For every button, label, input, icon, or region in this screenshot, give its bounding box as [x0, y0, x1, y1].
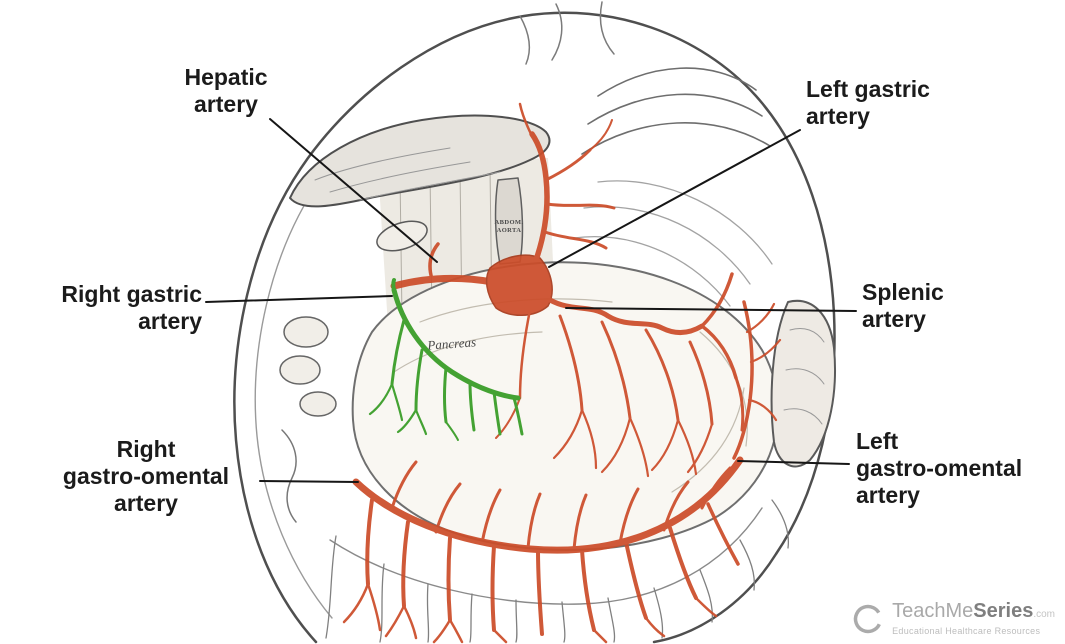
label-splenic-artery: Splenic artery: [862, 279, 944, 333]
brand-suffix: .com: [1033, 609, 1055, 620]
label-line: artery: [114, 490, 178, 516]
label-line: artery: [862, 306, 926, 332]
label-line: gastro-omental: [856, 455, 1023, 481]
label-left-gastro-omental-artery: Left gastro-omental artery: [856, 428, 1022, 509]
label-line: artery: [138, 308, 202, 334]
label-line: artery: [806, 103, 870, 129]
label-line: Left: [856, 428, 899, 454]
leader-splenic-artery: [565, 307, 857, 312]
label-right-gastro-omental-artery: Right gastro-omental artery: [30, 436, 262, 517]
teachme-logo-icon: [853, 604, 883, 633]
left-gastric-artery-vessel: [529, 131, 550, 263]
right-gastric-artery-vessel: [391, 287, 521, 401]
green-artery-right-gastric: [368, 278, 524, 441]
leader-lines: [205, 118, 857, 483]
brand-first: TeachMe: [892, 600, 974, 622]
watermark-tagline: Educational Healthcare Resources: [892, 626, 1041, 636]
label-left-gastric-artery: Left gastric artery: [806, 76, 930, 130]
label-hepatic-artery: Hepatic artery: [158, 64, 294, 118]
label-line: gastro-omental: [62, 463, 230, 489]
label-line: Splenic: [862, 279, 944, 305]
body-wall-outline: [233, 11, 836, 644]
label-right-gastric-artery: Right gastric artery: [30, 281, 202, 335]
label-line: Right gastric: [61, 281, 202, 307]
watermark: TeachMeSeries.com Educational Healthcare…: [852, 601, 1055, 636]
label-line: Left gastric: [806, 76, 930, 102]
leader-left-gastro-omental-artery: [737, 460, 850, 465]
watermark-text: TeachMeSeries.com Educational Healthcare…: [892, 601, 1055, 637]
label-line: artery: [856, 482, 920, 508]
gastro-omental-arcade-vessel: [352, 456, 744, 554]
label-line: artery: [194, 91, 258, 117]
engraving-text-pancreas: Pancreas: [426, 334, 477, 352]
label-line: Right: [116, 436, 176, 462]
celiac-trunk-vessel: [485, 254, 553, 316]
engraving-text-aorta-line1: ABDOM.: [495, 219, 524, 226]
leader-hepatic-artery: [269, 118, 438, 263]
spleen-sketch: [770, 299, 836, 468]
leader-left-gastric-artery: [548, 129, 801, 268]
label-line: Hepatic: [184, 64, 268, 90]
leader-right-gastro-omental-artery: [259, 480, 359, 483]
watermark-brand: TeachMeSeries.com: [892, 601, 1055, 625]
hepatic-artery-vessel: [390, 275, 496, 290]
leader-right-gastric-artery: [205, 295, 393, 303]
red-arteries: [342, 102, 782, 644]
engraving-text-aorta-line2: AORTA: [497, 227, 522, 234]
brand-second: Series: [973, 600, 1034, 622]
